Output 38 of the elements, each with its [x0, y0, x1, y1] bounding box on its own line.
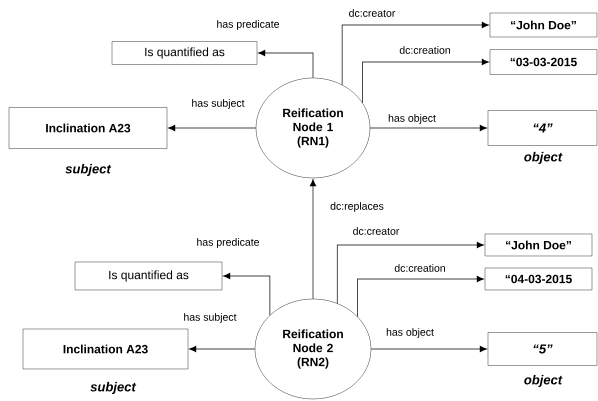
arrow [336, 242, 484, 304]
literal-box: “4” [488, 110, 598, 146]
role-label: subject [65, 164, 112, 176]
resource-box: “John Doe” [490, 12, 598, 38]
edge-label: has subject [184, 313, 236, 323]
ellipse-node: Reification Node 1 (RN1) [256, 78, 370, 178]
edge-label: dc:creator [353, 227, 400, 235]
resource-box: “03-03-2015 [490, 49, 598, 75]
role-label: object [524, 152, 563, 164]
resource-box: “04-03-2015 [484, 268, 592, 290]
arrow [342, 22, 489, 86]
edge-label: dc:creation [394, 264, 445, 272]
edge-label: has subject [192, 99, 244, 109]
edge-label: dc:creation [400, 46, 450, 54]
edge-label: has predicate [197, 238, 260, 248]
edge-label: has object [388, 114, 436, 124]
arrow [223, 272, 270, 316]
role-label: object [524, 374, 563, 388]
resource-box: Inclination A23 [22, 328, 188, 370]
role-label: subject [90, 382, 136, 394]
arrow [362, 58, 489, 104]
resource-box: Is quantified as [74, 262, 222, 290]
literal-box: “5” [488, 332, 598, 366]
edge-label: dc:replaces [330, 202, 384, 212]
edge-label: has object [386, 328, 434, 338]
arrow [258, 50, 314, 78]
edge-label: has predicate [217, 20, 280, 30]
arrow [310, 179, 316, 300]
ellipse-node: Reification Node 2 (RN2) [254, 298, 372, 400]
resource-box: “John Doe” [484, 234, 592, 256]
arrow [357, 276, 484, 317]
edge-label: dc:creator [349, 9, 396, 17]
arrow [168, 124, 256, 132]
arrow [189, 346, 256, 352]
arrow [370, 124, 487, 132]
resource-box: Is quantified as [112, 41, 258, 65]
arrow [370, 346, 487, 352]
resource-box: Inclination A23 [8, 107, 168, 149]
